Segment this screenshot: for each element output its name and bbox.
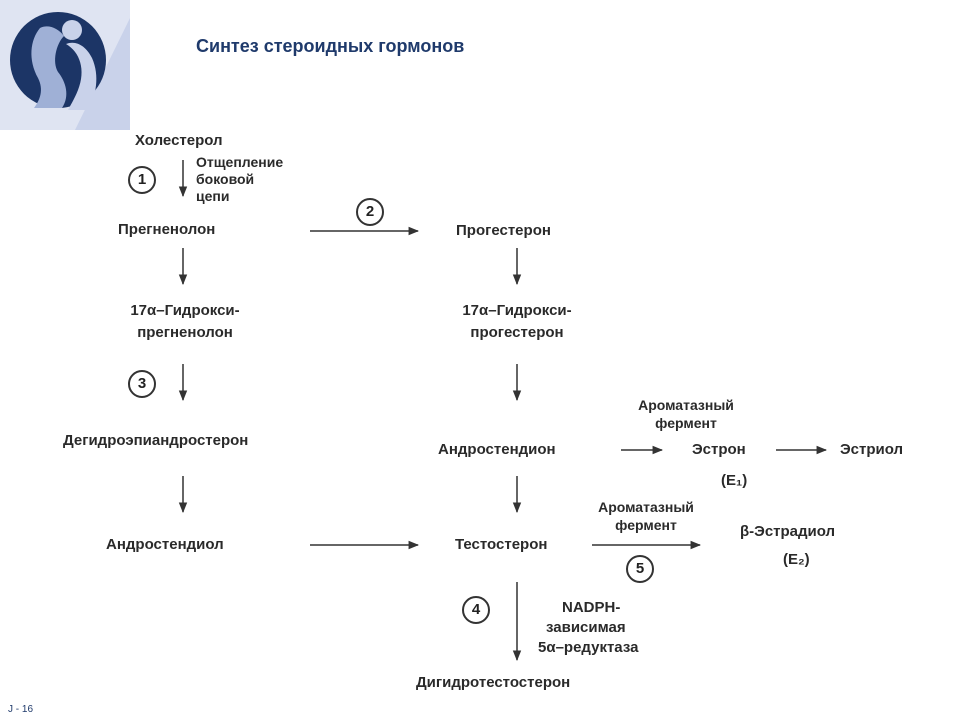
node-pregnenolone: Прегненолон (118, 221, 216, 238)
label-line: Ароматазный (598, 499, 694, 515)
label-e2: (E₂) (783, 551, 810, 568)
node-androstenediol: Андростендиол (106, 536, 224, 553)
node-line: прогестерон (470, 324, 564, 341)
label-reductase: NADPH- зависимая 5α–редуктаза (538, 598, 638, 658)
step-marker-5: 5 (626, 555, 654, 583)
label-line: боковой (196, 171, 255, 187)
node-testosterone: Тестостерон (455, 536, 548, 553)
label-side-chain-cleavage: Отщепление боковой цепи (196, 154, 283, 205)
node-hydroxy-progesterone: 17α–Гидрокси- прогестерон (432, 300, 602, 344)
node-estradiol: β-Эстрадиол (740, 523, 836, 540)
node-line: прегненолон (137, 324, 233, 341)
node-cholesterol: Холестерол (135, 132, 223, 149)
step-marker-1: 1 (128, 166, 156, 194)
node-androstenedione: Андростендион (438, 441, 556, 458)
label-aromatase-1: Ароматазный фермент (616, 396, 756, 432)
label-line: NADPH- (562, 599, 621, 616)
page-title: Синтез стероидных гормонов (196, 36, 465, 56)
label-line: фермент (655, 415, 717, 431)
label-line: фермент (615, 517, 677, 533)
step-marker-3: 3 (128, 370, 156, 398)
label-line: Ароматазный (638, 397, 734, 413)
step-marker-2: 2 (356, 198, 384, 226)
label-aromatase-2: Ароматазный фермент (576, 498, 716, 534)
label-line: зависимая (546, 619, 626, 636)
node-dhea: Дегидроэпиандростерон (63, 432, 249, 449)
label-line: Отщепление (196, 154, 284, 170)
node-dihydrotestosterone: Дигидротестостерон (416, 674, 571, 691)
node-line: 17α–Гидрокси- (130, 302, 240, 319)
label-line: цепи (196, 188, 230, 204)
node-estriol: Эстриол (840, 441, 904, 458)
node-line: 17α–Гидрокси- (462, 302, 572, 319)
label-line: 5α–редуктаза (538, 639, 639, 656)
label-e1: (E₁) (721, 472, 748, 489)
node-hydroxy-pregnenolone: 17α–Гидрокси- прегненолон (100, 300, 270, 344)
step-marker-4: 4 (462, 596, 490, 624)
logo-globe-figure (0, 0, 130, 130)
slide-number: J - 16 (8, 704, 34, 715)
node-progesterone: Прогестерон (456, 222, 551, 239)
node-estrone: Эстрон (692, 441, 746, 458)
